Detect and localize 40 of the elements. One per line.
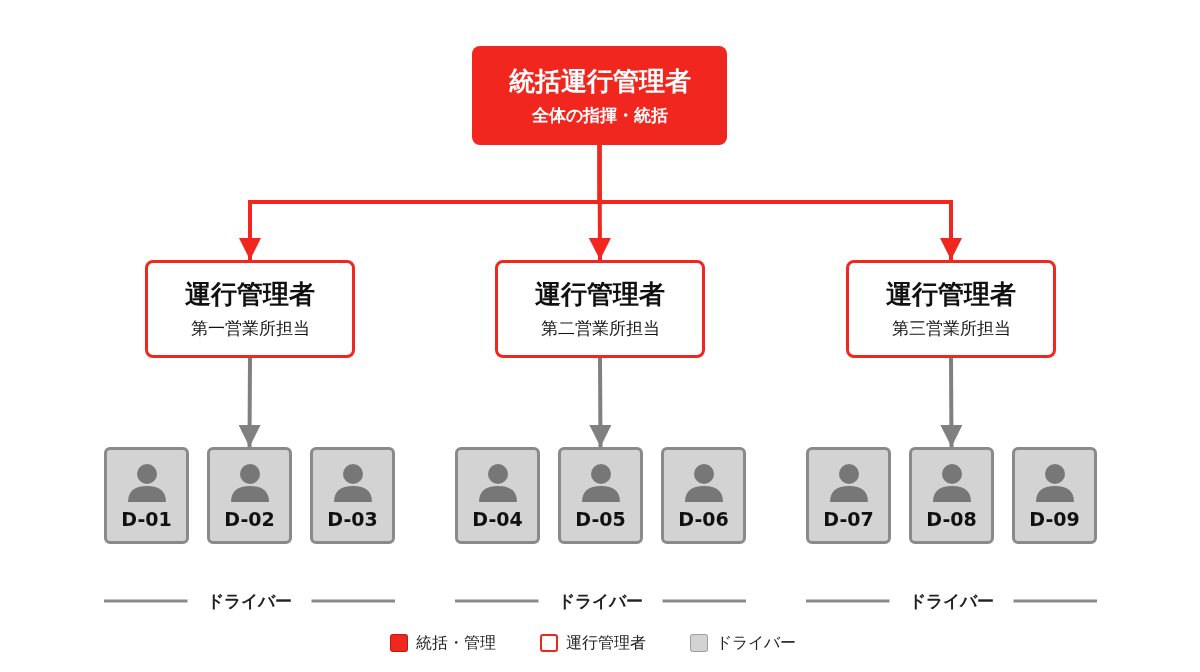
driver-id: D-02 xyxy=(224,507,275,530)
driver-card xyxy=(909,447,994,544)
driver-id: D-05 xyxy=(575,507,626,530)
role-subtitle: 第一営業所担当 xyxy=(190,317,310,340)
arrow xyxy=(238,358,261,447)
arrow xyxy=(940,358,963,447)
role-title: 運行管理者 xyxy=(185,278,315,310)
driver-card xyxy=(207,447,292,544)
driver-id: D-07 xyxy=(823,507,874,530)
legend-label: ドライバー xyxy=(716,632,796,654)
arrow xyxy=(589,358,612,447)
driver-card xyxy=(558,447,643,544)
role-subtitle: 第二営業所担当 xyxy=(540,317,660,340)
driver-card xyxy=(806,447,891,544)
driver-id: D-06 xyxy=(678,507,729,530)
role-subtitle: 全体の指揮・統括 xyxy=(531,103,668,127)
group-label: ドライバー xyxy=(909,589,994,613)
driver-id: D-08 xyxy=(926,507,977,530)
head-manager-box xyxy=(472,46,727,145)
role-title: 運行管理者 xyxy=(886,278,1016,310)
driver-card xyxy=(661,447,746,544)
manager-box xyxy=(145,260,355,358)
legend-label: 運行管理者 xyxy=(566,632,646,654)
role-title: 運行管理者 xyxy=(535,278,665,310)
group-label: ドライバー xyxy=(558,589,643,613)
driver-id: D-01 xyxy=(121,507,172,530)
driver-id: D-09 xyxy=(1029,507,1080,530)
driver-card xyxy=(1012,447,1097,544)
legend-label: 統括・管理 xyxy=(416,632,496,654)
driver-id: D-04 xyxy=(472,507,523,530)
role-subtitle: 第三営業所担当 xyxy=(891,317,1011,340)
driver-card xyxy=(104,447,189,544)
driver-card xyxy=(455,447,540,544)
driver-id: D-03 xyxy=(327,507,378,530)
arrow xyxy=(597,145,962,260)
manager-box xyxy=(846,260,1056,358)
manager-box xyxy=(495,260,705,358)
role-title: 統括運行管理者 xyxy=(508,64,691,97)
driver-card xyxy=(310,447,395,544)
group-label: ドライバー xyxy=(207,589,292,613)
